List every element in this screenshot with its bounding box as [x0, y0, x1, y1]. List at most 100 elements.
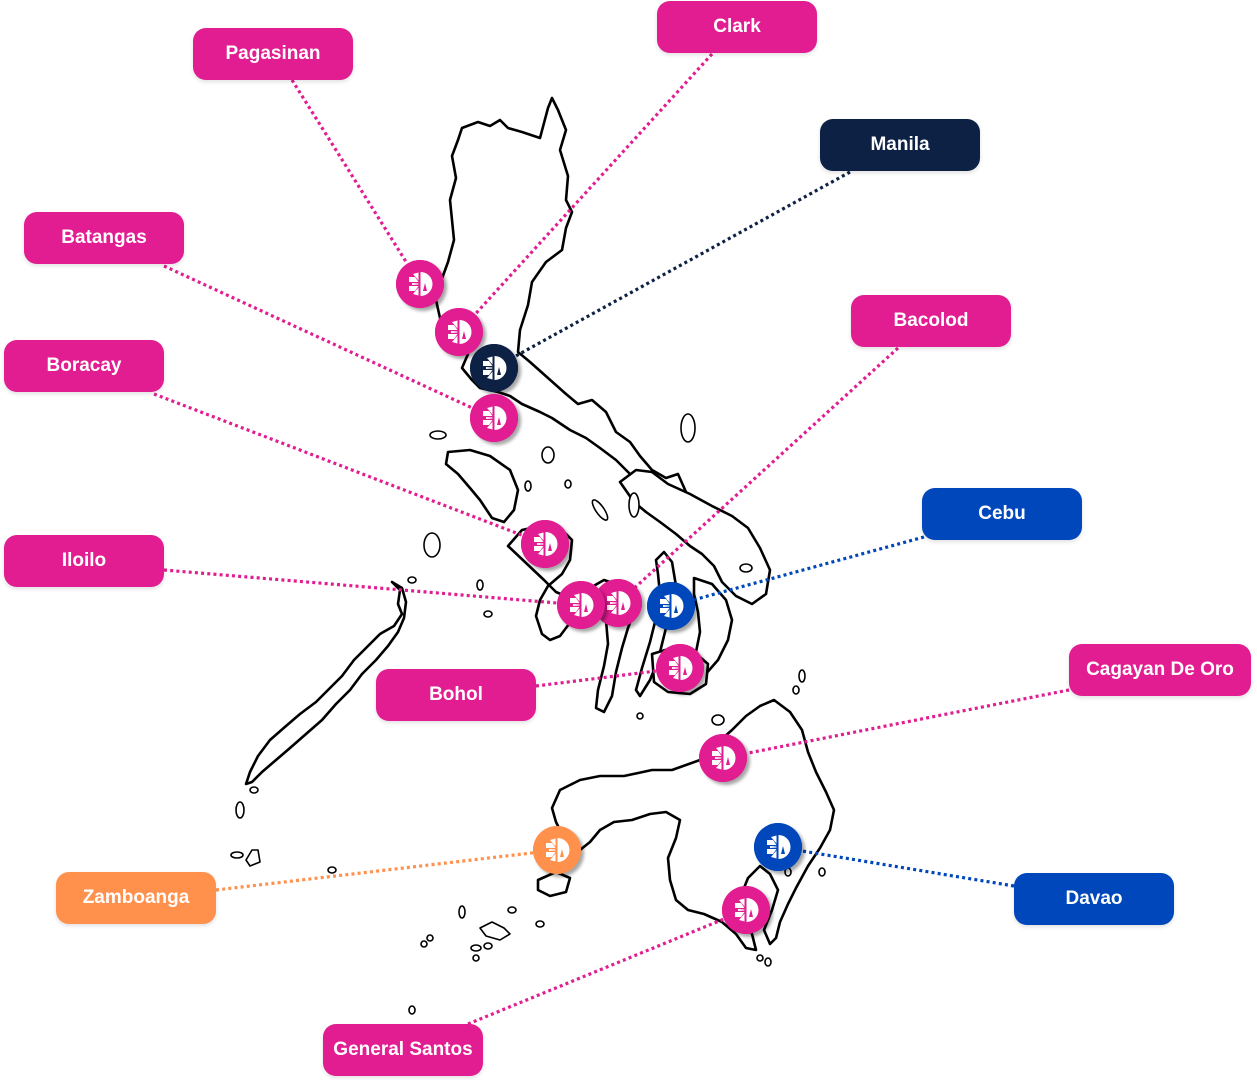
connector-cebu: [670, 535, 925, 608]
location-label-manila[interactable]: Manila: [820, 119, 980, 171]
location-label-iloilo[interactable]: Iloilo: [4, 535, 164, 587]
connector-clark: [457, 52, 714, 334]
connector-zamboanga: [215, 848, 558, 892]
islet: [230, 851, 244, 859]
brand-logo-icon: [722, 886, 770, 934]
location-marker-davao[interactable]: [754, 823, 802, 871]
location-label-boracay[interactable]: Boracay: [4, 340, 164, 392]
connector-lines: [153, 52, 1070, 1026]
connector-pagasinan: [290, 79, 422, 285]
islet: [739, 563, 753, 573]
location-name: General Santos: [333, 1039, 473, 1060]
location-label-batangas[interactable]: Batangas: [24, 212, 184, 264]
islet: [245, 849, 261, 867]
brand-logo-icon: [594, 579, 642, 627]
location-name: Bacolod: [893, 310, 969, 331]
brand-logo-icon: [754, 823, 802, 871]
brand-logo-icon: [470, 394, 518, 442]
location-name: Clark: [713, 16, 761, 37]
island-mindoro: [444, 448, 520, 524]
location-label-zamboanga[interactable]: Zamboanga: [56, 872, 216, 924]
connector-boracay: [153, 392, 546, 546]
location-marker-general-santos[interactable]: [722, 886, 770, 934]
location-label-davao[interactable]: Davao: [1014, 873, 1174, 925]
location-label-general-santos[interactable]: General Santos: [323, 1024, 483, 1076]
location-name: Cebu: [978, 503, 1026, 524]
brand-logo-icon: [470, 344, 518, 392]
islet: [541, 446, 555, 464]
brand-logo-icon: [656, 644, 704, 692]
islet: [507, 906, 517, 914]
brand-logo-icon: [521, 520, 569, 568]
location-marker-pagasinan[interactable]: [396, 260, 444, 308]
connector-general-santos: [467, 908, 747, 1026]
location-name: Davao: [1065, 888, 1123, 909]
islet: [818, 867, 826, 877]
location-marker-boracay[interactable]: [521, 520, 569, 568]
islet: [711, 714, 725, 726]
location-label-cagayan-de-oro[interactable]: Cagayan De Oro: [1069, 644, 1251, 696]
connector-batangas: [163, 264, 495, 420]
location-name: Zamboanga: [82, 887, 190, 908]
islet: [756, 954, 764, 962]
brand-logo-icon: [396, 260, 444, 308]
location-label-cebu[interactable]: Cebu: [922, 488, 1082, 540]
island-mindanao: [550, 698, 836, 952]
islet: [479, 921, 511, 941]
islet: [458, 905, 466, 919]
islet: [483, 942, 493, 950]
location-marker-clark[interactable]: [435, 308, 483, 356]
connector-davao: [777, 845, 1015, 888]
islet: [426, 934, 434, 942]
islet: [327, 866, 337, 874]
location-marker-zamboanga[interactable]: [533, 826, 581, 874]
location-marker-cagayan-de-oro[interactable]: [699, 734, 747, 782]
location-marker-cebu[interactable]: [647, 582, 695, 630]
brand-logo-icon: [435, 308, 483, 356]
islet: [408, 1005, 416, 1015]
islet: [680, 413, 696, 443]
islet: [249, 786, 259, 794]
connector-iloilo: [163, 568, 582, 607]
location-marker-batangas[interactable]: [470, 394, 518, 442]
location-label-bohol[interactable]: Bohol: [376, 669, 536, 721]
location-name: Bohol: [429, 684, 483, 705]
location-name: Manila: [870, 134, 930, 155]
islet: [235, 801, 245, 819]
island-samar: [618, 468, 772, 606]
location-marker-iloilo[interactable]: [557, 581, 605, 629]
location-name: Iloilo: [61, 550, 107, 571]
islet: [476, 579, 484, 591]
islet: [470, 944, 482, 952]
location-marker-bacolod[interactable]: [594, 579, 642, 627]
island-basilan: [536, 870, 572, 898]
location-name: Pagasinan: [225, 43, 321, 64]
islet: [628, 492, 640, 518]
islet: [591, 499, 609, 521]
brand-logo-icon: [533, 826, 581, 874]
islet: [636, 712, 644, 720]
location-marker-bohol[interactable]: [656, 644, 704, 692]
location-name: Cagayan De Oro: [1086, 659, 1234, 680]
brand-logo-icon: [557, 581, 605, 629]
islet: [472, 954, 480, 962]
islet: [524, 480, 532, 492]
islet: [535, 920, 545, 928]
brand-logo-icon: [647, 582, 695, 630]
islet: [764, 957, 772, 967]
islet: [420, 940, 428, 948]
location-label-clark[interactable]: Clark: [657, 1, 817, 53]
islet: [429, 430, 447, 440]
connector-cagayan-de-oro: [722, 688, 1070, 760]
location-marker-manila[interactable]: [470, 344, 518, 392]
islet: [792, 685, 800, 695]
connector-bacolod: [616, 346, 900, 605]
location-label-bacolod[interactable]: Bacolod: [851, 295, 1011, 347]
location-label-pagasinan[interactable]: Pagasinan: [193, 28, 353, 80]
island-luzon: [434, 96, 688, 508]
brand-logo-icon: [699, 734, 747, 782]
location-name: Boracay: [46, 355, 122, 376]
islet: [423, 532, 441, 558]
islet: [407, 576, 417, 584]
location-name: Batangas: [61, 227, 147, 248]
